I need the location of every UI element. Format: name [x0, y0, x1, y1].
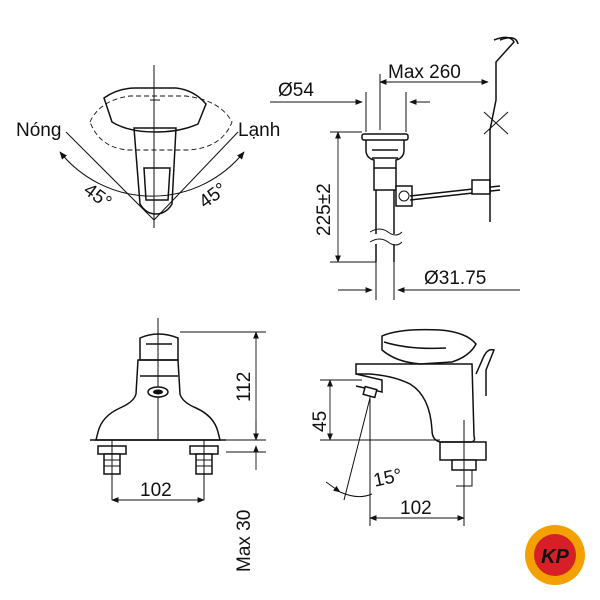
- waste-view: Ø54 Max 260 225±2 Ø31.75: [270, 36, 520, 300]
- drain-pipe: [375, 190, 395, 262]
- side-pull-rod: [475, 348, 495, 396]
- body-height-label: 112: [234, 372, 255, 402]
- drain-side-nut: [395, 185, 413, 207]
- front-handle: [139, 333, 179, 361]
- handle-ghost: [89, 95, 233, 151]
- spout-angle-label: 15°: [372, 465, 404, 492]
- side-base: [439, 441, 487, 461]
- front-right-connector: [189, 440, 219, 500]
- spout-height-label: 45: [310, 411, 331, 432]
- side-handle-line: [383, 341, 447, 350]
- right-45-line: [153, 131, 239, 221]
- angle-right-label: 45°: [195, 179, 231, 213]
- pull-rod: [489, 36, 515, 222]
- rod-clip: [471, 179, 491, 195]
- handle-mark: [150, 92, 160, 112]
- pull-rod-top: [499, 37, 519, 45]
- left-45-line: [65, 131, 155, 221]
- top-view: Nóng Lạnh 45° 45°: [16, 65, 280, 228]
- drain-body: [373, 168, 397, 191]
- front-view: 102 112 Max 30: [90, 318, 266, 572]
- drain-pivot: [398, 190, 410, 202]
- front-width-label: 102: [140, 480, 172, 501]
- handle-top: [103, 87, 207, 133]
- side-body: [355, 363, 476, 443]
- side-aerator: [362, 385, 378, 399]
- waste-height-label: 225±2: [314, 183, 335, 236]
- kp-logo: KP: [525, 525, 585, 585]
- spout-top: [143, 167, 171, 201]
- hot-label: Nóng: [16, 120, 61, 141]
- side-view: 45 15° 102: [310, 328, 495, 526]
- cold-label: Lạnh: [238, 120, 280, 141]
- waste-diameter-label: Ø31.75: [424, 268, 486, 289]
- drain-flange: [365, 140, 405, 169]
- pipe-break: [369, 228, 403, 246]
- logo-text: KP: [541, 546, 569, 568]
- logo-inner-circle: [534, 534, 576, 576]
- side-depth-label: 102: [400, 498, 432, 519]
- inlet-diameter-label: Ø54: [278, 80, 314, 101]
- rotation-arc: [59, 151, 245, 197]
- stream-line: [343, 397, 371, 501]
- drain-threads: [372, 149, 398, 159]
- angle15-arrow: [325, 481, 341, 493]
- body-top: [133, 127, 177, 215]
- front-left-connector: [97, 440, 127, 500]
- side-handle: [381, 328, 477, 365]
- rod-guide: [483, 111, 509, 135]
- max-pull-rod-label: Max 260: [388, 62, 461, 83]
- max-thickness-label: Max 30: [234, 510, 255, 572]
- front-aerator-hole: [153, 389, 163, 395]
- angle-left-label: 45°: [80, 179, 116, 213]
- angle15-arc: [339, 491, 373, 498]
- drain-cap: [361, 133, 409, 141]
